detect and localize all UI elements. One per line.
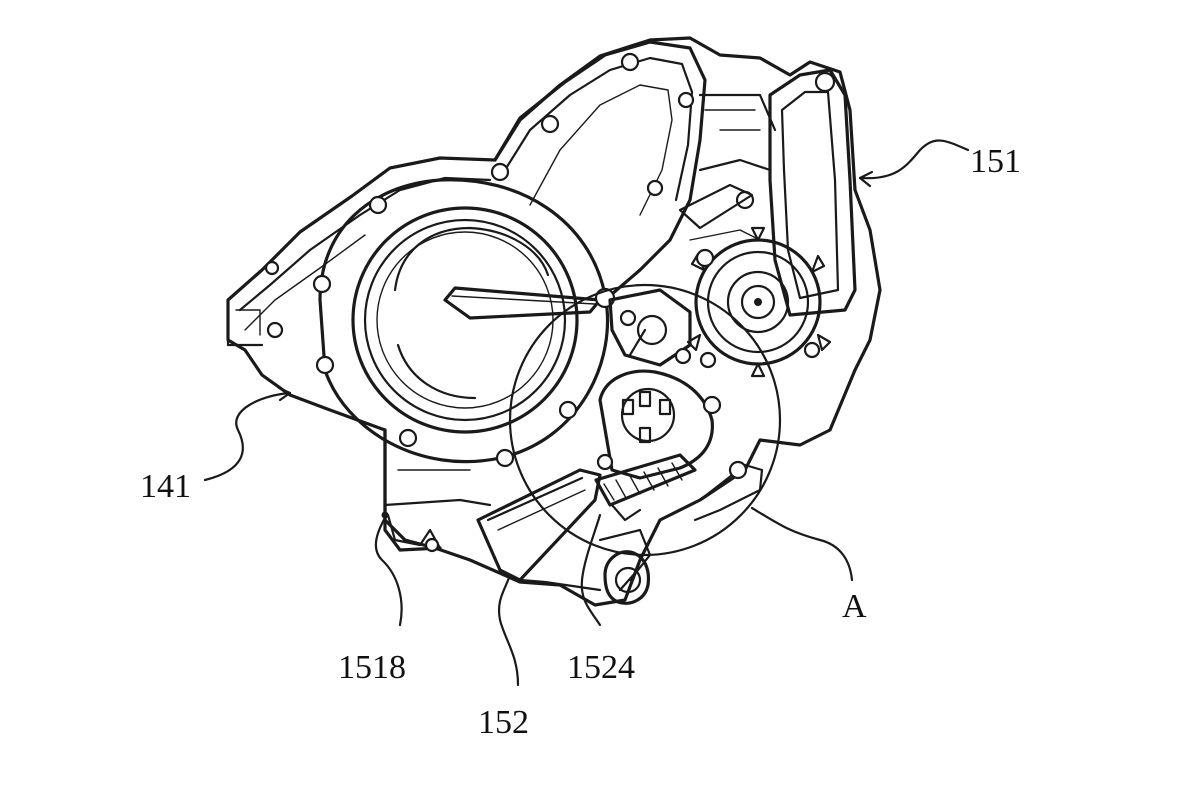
drive-sprocket bbox=[686, 226, 832, 378]
leader-152 bbox=[497, 573, 520, 687]
belt-cover bbox=[490, 40, 707, 302]
side-cover bbox=[264, 178, 616, 468]
detail-circle-a bbox=[508, 283, 782, 557]
shift-mechanism bbox=[594, 288, 722, 522]
label-1518: 1518 bbox=[338, 649, 406, 686]
leader-1524 bbox=[580, 513, 602, 627]
label-141: 141 bbox=[140, 468, 191, 505]
label-152: 152 bbox=[478, 704, 529, 741]
lower-case bbox=[381, 428, 764, 582]
leader-1518 bbox=[374, 514, 403, 627]
leader-lines bbox=[203, 139, 970, 687]
label-1524: 1524 bbox=[567, 649, 635, 686]
arrowhead-151 bbox=[858, 170, 874, 188]
label-151: 151 bbox=[970, 143, 1021, 180]
leader-151 bbox=[858, 139, 970, 180]
frame-bracket bbox=[678, 68, 857, 317]
leader-141 bbox=[203, 391, 292, 482]
label-A: A bbox=[842, 588, 867, 625]
leader-A bbox=[750, 506, 854, 582]
arrowhead-141 bbox=[277, 386, 292, 402]
